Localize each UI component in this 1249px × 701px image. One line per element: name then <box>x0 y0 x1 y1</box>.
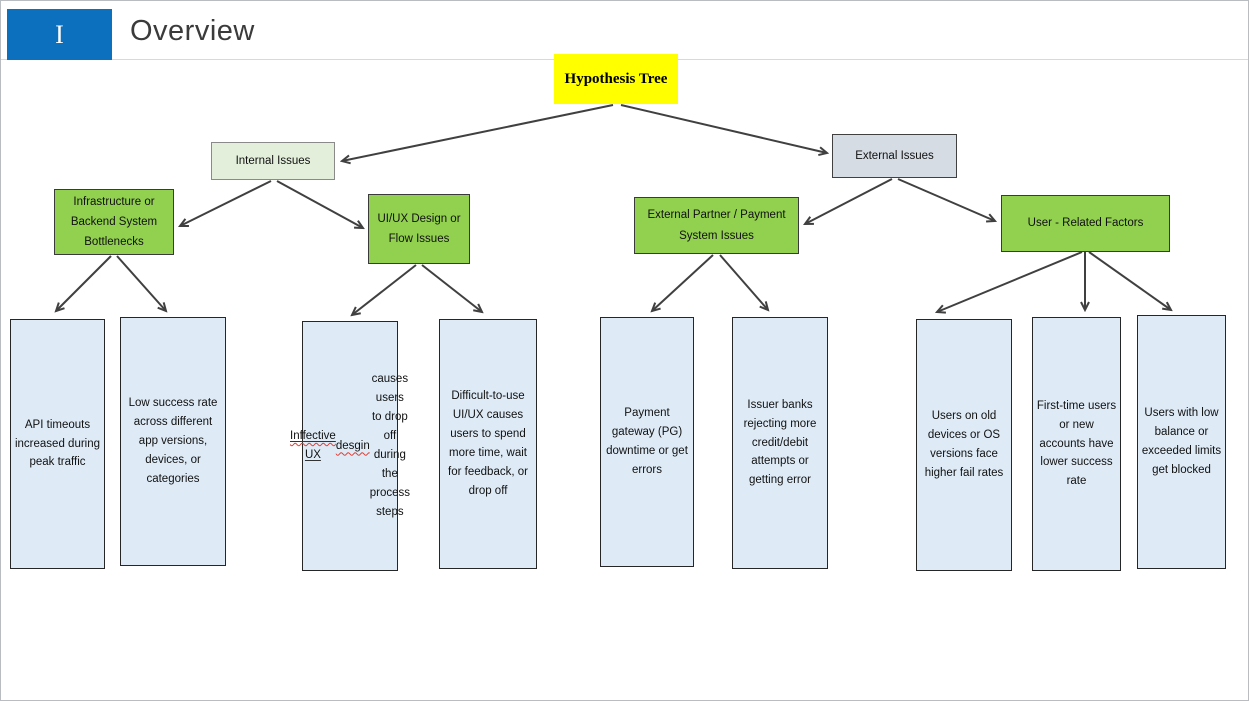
hypothesis-low-success-rate: Low success rate across different app ve… <box>120 317 226 566</box>
connector-external-partner <box>805 178 893 224</box>
connector-infra-leaf0 <box>56 255 112 311</box>
connector-uiux-leaf2 <box>352 264 417 315</box>
hypothesis-low-balance: Users with low balance or exceeded limit… <box>1137 315 1226 569</box>
connector-internal-infra <box>180 180 272 226</box>
connector-root-external <box>620 104 827 153</box>
hypothesis-ineffective-ux: Inffective UX desgin causes users to dro… <box>290 321 410 571</box>
node-external-partner-payment-issues: External Partner / Payment System Issues <box>634 197 799 254</box>
node-internal-issues: Internal Issues <box>211 142 335 180</box>
node-infrastructure-bottlenecks: Infrastructure or Backend System Bottlen… <box>54 189 174 255</box>
hypothesis-api-timeouts: API timeouts increased during peak traff… <box>10 319 105 569</box>
node-external-issues: External Issues <box>832 134 957 178</box>
node-uiux-design-flow-issues: UI/UX Design or Flow Issues <box>368 194 470 264</box>
section-marker-box: I <box>7 9 112 60</box>
hypothesis-first-time-users: First-time users or new accounts have lo… <box>1032 317 1121 571</box>
connector-external-user <box>897 178 995 221</box>
connector-root-internal <box>342 104 614 161</box>
connector-internal-uiux <box>276 180 363 228</box>
connector-user-leaf8 <box>1088 251 1171 310</box>
connector-partner-leaf4 <box>652 254 714 311</box>
hypothesis-difficult-to-use: Difficult-to-use UI/UX causes users to s… <box>439 319 537 569</box>
hypothesis-pg-downtime: Payment gateway (PG) downtime or get err… <box>600 317 694 567</box>
connector-partner-leaf5 <box>719 254 768 310</box>
section-marker: I <box>55 19 64 49</box>
connector-infra-leaf1 <box>116 255 166 311</box>
node-hypothesis-tree: Hypothesis Tree <box>554 54 678 104</box>
connector-uiux-leaf3 <box>421 264 482 312</box>
hypothesis-old-devices: Users on old devices or OS versions face… <box>916 319 1012 571</box>
page-title: Overview <box>130 15 255 47</box>
connector-user-leaf6 <box>937 251 1083 312</box>
node-user-related-factors: User - Related Factors <box>1001 195 1170 252</box>
hypothesis-issuer-banks: Issuer banks rejecting more credit/debit… <box>732 317 828 569</box>
